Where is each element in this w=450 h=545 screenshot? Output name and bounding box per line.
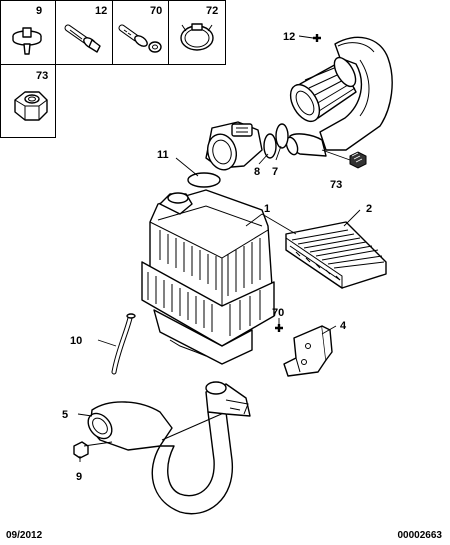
airflow-meter [205, 121, 263, 171]
legend-label-12: 12 [95, 5, 107, 17]
bracket-screw-icon [275, 324, 283, 332]
drain-hose [111, 313, 136, 375]
leader-lines [77, 35, 361, 462]
callout-7: 7 [272, 166, 278, 178]
callout-70: 70 [272, 307, 284, 319]
callout-4: 4 [340, 320, 347, 332]
gasket-ring-7 [275, 123, 289, 149]
hex-nut-icon [14, 91, 48, 121]
duct-screw-icon [313, 34, 321, 42]
intake-duct-lower [87, 381, 251, 515]
legend-label-9: 9 [36, 5, 42, 17]
air-filter-housing [141, 189, 275, 365]
flange-bolt-icon [64, 24, 101, 53]
mounting-bracket [283, 325, 333, 377]
gasket-ring-8 [263, 133, 277, 159]
clip-rivet-icon [12, 27, 42, 55]
nut-icon [349, 151, 367, 169]
clip-9-icon [73, 441, 89, 459]
callout-10: 10 [70, 335, 82, 347]
gasket-ring-11 [187, 172, 221, 188]
callout-5: 5 [62, 409, 68, 421]
intake-duct-upper [285, 34, 393, 169]
callout-labels: 12 11 8 7 73 1 2 70 4 10 5 9 [62, 31, 372, 483]
callout-8: 8 [254, 166, 260, 178]
callout-9: 9 [76, 471, 82, 483]
legend-label-73: 73 [36, 70, 48, 82]
air-filter-element [285, 221, 387, 289]
callout-1: 1 [264, 203, 270, 215]
legend-label-70: 70 [150, 5, 162, 17]
footer-reference: 00002663 [397, 530, 443, 541]
callout-2: 2 [366, 203, 372, 215]
footer-date: 09/2012 [6, 530, 43, 541]
callout-73: 73 [330, 179, 342, 191]
parts-legend-panel: 9 12 70 72 73 [0, 0, 226, 138]
callout-12: 12 [283, 31, 295, 43]
callout-11: 11 [157, 149, 169, 161]
screw-washer-icon [118, 24, 162, 53]
legend-label-72: 72 [206, 5, 218, 17]
hose-clamp-icon [180, 23, 214, 51]
